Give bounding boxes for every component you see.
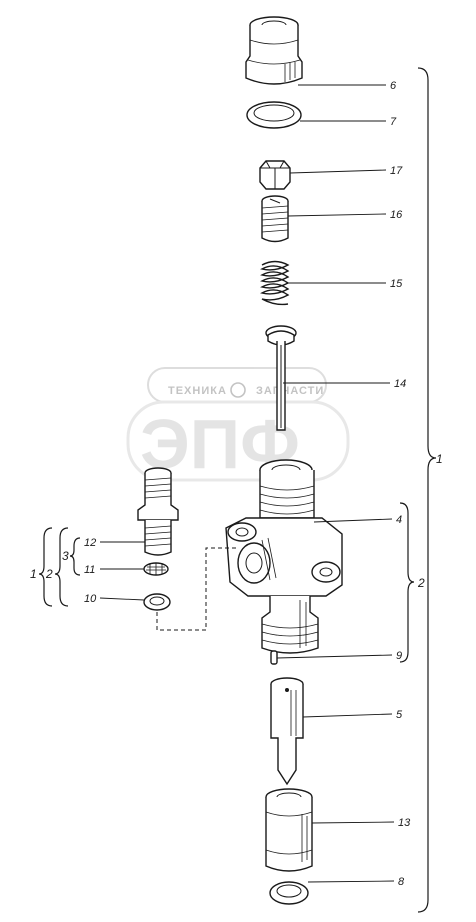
part-4-injector-body (225, 459, 343, 654)
group-label-1: 1 (436, 452, 443, 466)
group-label-left-3: 3 (62, 549, 69, 563)
group-label-left-2: 2 (45, 567, 53, 581)
label-13: 13 (398, 817, 411, 829)
watermark-emblem-icon (230, 382, 246, 398)
label-17: 17 (390, 165, 403, 177)
group-label-2: 2 (417, 576, 425, 590)
brace-subassembly-2 (54, 527, 69, 607)
part-7-washer (246, 101, 302, 129)
brace-subassembly-1 (38, 527, 53, 607)
label-9: 9 (396, 650, 402, 662)
watermark-left-text: ТЕХНИКА (168, 385, 227, 397)
part-16-threaded-plug (261, 195, 289, 243)
brace-assembly-2 (399, 502, 415, 663)
watermark-right-text: ЗАПЧАСТИ (256, 385, 324, 397)
label-8: 8 (398, 876, 405, 888)
part-17-hex-nut (259, 160, 291, 190)
brace-assembly-1 (417, 67, 437, 913)
watermark: ТЕХНИКА ЗАПЧАСТИ ЭПФ (126, 367, 350, 483)
group-braces-left: 3 2 1 (30, 527, 81, 607)
label-11: 11 (84, 564, 95, 576)
label-16: 16 (390, 209, 403, 221)
label-14: 14 (394, 378, 406, 390)
brace-subassembly-3 (69, 537, 81, 576)
part-10-washer (143, 593, 171, 611)
part-labels: 6 7 17 16 15 14 4 9 5 13 8 12 11 10 (84, 80, 411, 888)
part-8-washer (269, 881, 309, 905)
part-12-inlet-fitting (137, 467, 179, 556)
group-label-left-1: 1 (30, 567, 37, 581)
alignment-line (156, 547, 238, 631)
leader-lines (99, 84, 395, 883)
part-6-nut (245, 16, 303, 85)
label-12: 12 (84, 537, 96, 549)
label-4: 4 (396, 514, 402, 526)
part-15-spring (260, 260, 290, 306)
part-13-cap-nut (265, 788, 313, 872)
group-braces-right: 1 2 (399, 67, 443, 913)
part-9-pin (270, 650, 278, 665)
label-7: 7 (390, 116, 397, 128)
label-6: 6 (390, 80, 397, 92)
label-5: 5 (396, 709, 403, 721)
part-11-filter-disc (143, 562, 169, 576)
label-15: 15 (390, 278, 403, 290)
part-5-nozzle (270, 677, 304, 786)
part-14-spindle (265, 325, 297, 431)
label-10: 10 (84, 593, 97, 605)
